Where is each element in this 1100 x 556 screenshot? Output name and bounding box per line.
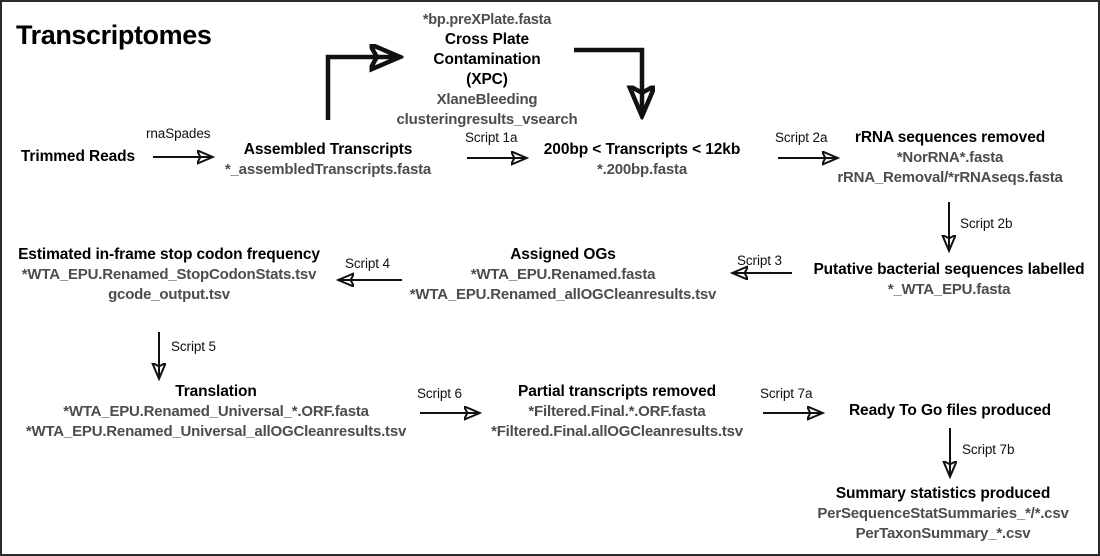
node-cross-plate-contamination: *bp.preXPlate.fasta Cross Plate Contamin…: [382, 11, 592, 129]
node-trimmed-reads: Trimmed Reads: [2, 147, 154, 167]
node-summary-statistics: Summary statistics produced PerSequenceS…: [802, 484, 1084, 543]
node-summary-statistics-file-1: PerTaxonSummary_*.csv: [855, 524, 1031, 542]
node-assembled-transcripts-file-0: *_assembledTranscripts.fasta: [224, 161, 432, 179]
node-stop-codon-title: Estimated in-frame stop codon frequency: [18, 246, 320, 263]
node-size-filter-title: 200bp < Transcripts < 12kb: [543, 141, 741, 158]
node-bacterial-labelled: Putative bacterial sequences labelled *_…: [802, 260, 1096, 300]
edge-label-script-2b: Script 2b: [960, 216, 1013, 231]
node-translation-file-1: *WTA_EPU.Renamed_Universal_allOGCleanres…: [25, 422, 407, 440]
node-translation-title: Translation: [175, 383, 257, 400]
node-assembled-transcripts-title: Assembled Transcripts: [243, 141, 413, 158]
node-assembled-transcripts: Assembled Transcripts *_assembledTranscr…: [182, 140, 474, 180]
node-translation-file-0: *WTA_EPU.Renamed_Universal_*.ORF.fasta: [63, 403, 369, 421]
node-partial-removed-file-0: *Filtered.Final.*.ORF.fasta: [528, 403, 706, 421]
node-stop-codon-frequency: Estimated in-frame stop codon frequency …: [4, 245, 334, 304]
node-xpc-file-1: clusteringresults_vsearch: [396, 110, 578, 128]
edge-label-script-3: Script 3: [737, 253, 782, 268]
page-title: Transcriptomes: [16, 20, 212, 50]
edge-label-rnaspades: rnaSpades: [146, 126, 211, 141]
node-rrna-removed-file-1: rRNA_Removal/*rRNAseqs.fasta: [837, 168, 1063, 186]
node-bacterial-labelled-title: Putative bacterial sequences labelled: [813, 261, 1085, 278]
node-rrna-removed-title: rRNA sequences removed: [854, 129, 1046, 146]
edge-label-script-2a: Script 2a: [775, 130, 828, 145]
node-xpc-title-line-2: (XPC): [466, 71, 508, 89]
node-stop-codon-file-1: gcode_output.tsv: [108, 285, 230, 303]
node-partial-removed: Partial transcripts removed *Filtered.Fi…: [470, 382, 764, 441]
node-stop-codon-file-0: *WTA_EPU.Renamed_StopCodonStats.tsv: [21, 266, 317, 284]
node-xpc-file-0: XlaneBleeding: [436, 91, 538, 109]
edge-label-script-7a: Script 7a: [760, 386, 813, 401]
node-xpc-title-line-0: Cross Plate: [444, 30, 530, 48]
node-assigned-ogs-file-0: *WTA_EPU.Renamed.fasta: [470, 266, 656, 284]
node-trimmed-reads-title: Trimmed Reads: [20, 148, 136, 165]
node-xpc-title-line-1: Contamination: [433, 50, 541, 68]
node-rrna-removed: rRNA sequences removed *NorRNA*.fasta rR…: [828, 128, 1072, 187]
node-summary-statistics-file-0: PerSequenceStatSummaries_*/*.csv: [817, 505, 1069, 523]
node-ready-to-go: Ready To Go files produced: [822, 401, 1078, 421]
node-translation: Translation *WTA_EPU.Renamed_Universal_*…: [2, 382, 430, 441]
node-size-filter: 200bp < Transcripts < 12kb *.200bp.fasta: [524, 140, 760, 180]
node-assigned-ogs-file-1: *WTA_EPU.Renamed_allOGCleanresults.tsv: [409, 285, 717, 303]
node-assigned-ogs-title: Assigned OGs: [510, 246, 616, 263]
node-size-filter-file-0: *.200bp.fasta: [597, 161, 687, 179]
node-summary-statistics-title: Summary statistics produced: [835, 485, 1051, 502]
node-assigned-ogs: Assigned OGs *WTA_EPU.Renamed.fasta *WTA…: [398, 245, 728, 304]
node-bacterial-labelled-file-0: *_WTA_EPU.fasta: [887, 281, 1011, 299]
node-ready-to-go-title: Ready To Go files produced: [848, 402, 1052, 419]
node-partial-removed-title: Partial transcripts removed: [517, 383, 717, 400]
edge-label-script-1a: Script 1a: [465, 130, 518, 145]
edge-label-script-4: Script 4: [345, 256, 390, 271]
node-rrna-removed-file-0: *NorRNA*.fasta: [896, 149, 1004, 167]
edge-label-script-7b: Script 7b: [962, 442, 1015, 457]
node-xpc-pre-file: *bp.preXPlate.fasta: [422, 12, 552, 28]
edge-label-script-6: Script 6: [417, 386, 462, 401]
node-partial-removed-file-1: *Filtered.Final.allOGCleanresults.tsv: [491, 422, 743, 440]
edge-label-script-5: Script 5: [171, 339, 216, 354]
